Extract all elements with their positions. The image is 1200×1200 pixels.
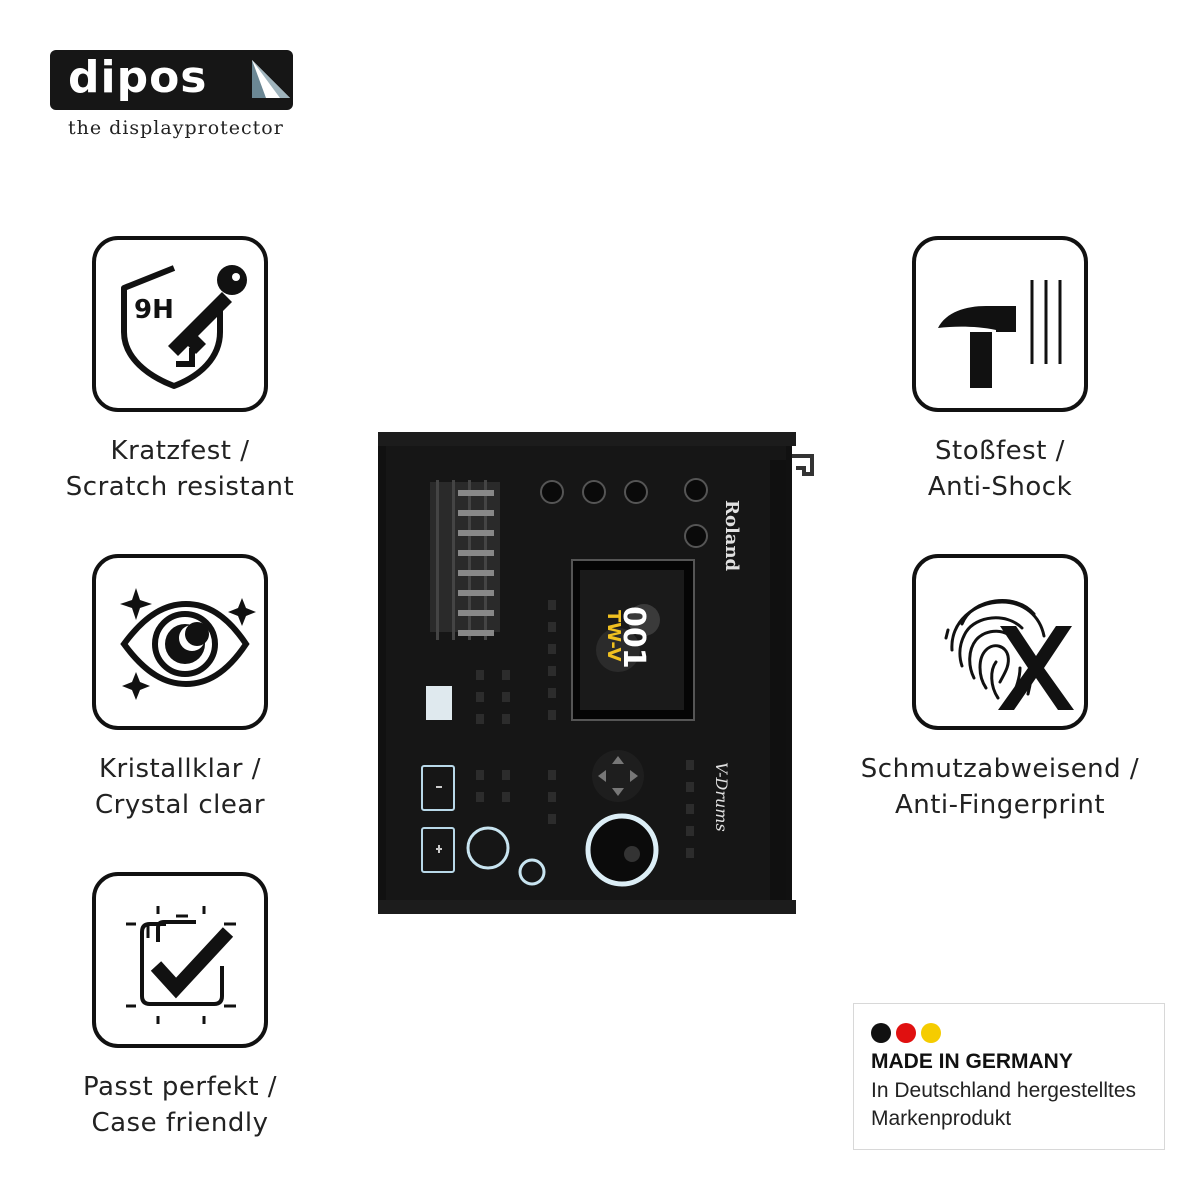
feature-caption-shock: Stoßfest / Anti-Shock <box>840 433 1160 505</box>
peel-corner-icon <box>252 60 290 98</box>
check-frame-icon <box>126 906 236 1024</box>
small-pad-button <box>518 858 546 886</box>
feature-tile-scratch: 9H <box>92 236 268 412</box>
caption-line-en: Scratch resistant <box>65 472 295 502</box>
made-in-line2: Markenprodukt <box>871 1107 1012 1130</box>
led-display <box>426 686 452 720</box>
device-series-label: V-Drums <box>712 762 731 832</box>
pad-button <box>466 826 510 870</box>
feature-tile-fit <box>92 872 268 1048</box>
feature-tile-fingerprint <box>912 554 1088 730</box>
logo-tagline: the displayprotector <box>68 117 284 139</box>
button-grid <box>476 600 694 858</box>
feature-caption-fingerprint: Schmutzabweisend / Anti-Fingerprint <box>840 751 1160 823</box>
eye-sparkle-icon <box>120 588 256 700</box>
plus-button <box>421 827 455 873</box>
caption-line-de: Kristallklar / <box>98 754 261 784</box>
caption-line-en: Anti-Fingerprint <box>894 790 1106 820</box>
flag-dot-gold <box>921 1023 941 1043</box>
drum-module-device: Roland V-Drums 001 TW-V <box>378 432 814 914</box>
fingerprint-x-icon <box>944 599 1074 710</box>
feature-caption-fit: Passt perfekt / Case friendly <box>20 1069 340 1141</box>
feature-caption-clear: Kristallklar / Crystal clear <box>20 751 340 823</box>
value-dial <box>585 813 659 887</box>
made-in-germany-badge: MADE IN GERMANY In Deutschland hergestel… <box>853 1003 1165 1150</box>
caption-line-en: Anti-Shock <box>927 472 1073 502</box>
minus-button <box>421 765 455 811</box>
made-in-line1: In Deutschland hergestelltes <box>871 1079 1136 1102</box>
hardness-badge: 9H <box>134 295 174 325</box>
caption-line-en: Case friendly <box>91 1108 269 1138</box>
caption-line-de: Passt perfekt / <box>82 1072 278 1102</box>
caption-line-de: Stoßfest / <box>935 436 1065 466</box>
dipos-logo: dipos <box>50 50 295 112</box>
cursor-pad <box>592 750 644 802</box>
caption-line-en: Crystal clear <box>94 790 266 820</box>
screen-kit-name: TW-V <box>603 610 624 661</box>
fader-bank <box>436 480 494 640</box>
hammer-icon <box>938 280 1062 388</box>
flag-dot-red <box>896 1023 916 1043</box>
knob-row <box>540 478 708 548</box>
screen-kit-number: 001 <box>616 606 651 669</box>
caption-line-de: Schmutzabweisend / <box>860 754 1140 784</box>
device-brand-label: Roland <box>721 500 742 572</box>
caption-line-de: Kratzfest / <box>110 436 250 466</box>
flag-dot-black <box>871 1023 891 1043</box>
made-in-title: MADE IN GERMANY <box>871 1050 1073 1073</box>
feature-caption-scratch: Kratzfest / Scratch resistant <box>20 433 340 505</box>
feature-tile-clear <box>92 554 268 730</box>
feature-tile-shock <box>912 236 1088 412</box>
shield-key-icon: 9H <box>121 265 247 389</box>
logo-wordmark: dipos <box>68 52 208 103</box>
